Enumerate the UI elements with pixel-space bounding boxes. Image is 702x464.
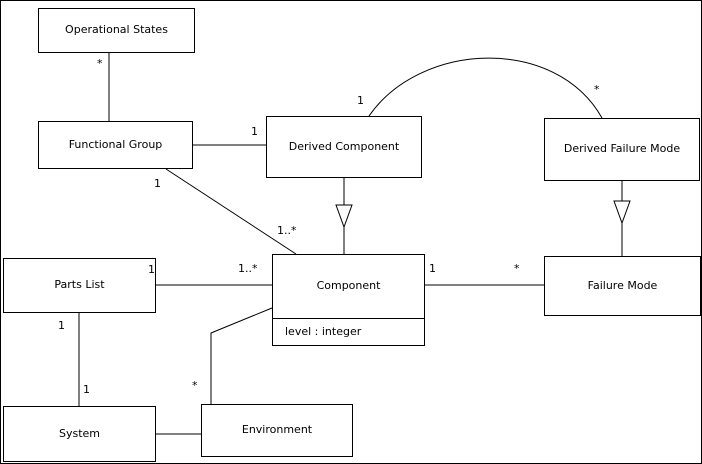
class-name: Component bbox=[316, 279, 381, 293]
multiplicity-label: 1 bbox=[251, 125, 258, 138]
class-box-component[interactable]: Component level : integer bbox=[272, 254, 425, 346]
multiplicity-label: * bbox=[192, 379, 198, 392]
class-box-parts-list[interactable]: Parts List bbox=[3, 258, 156, 313]
multiplicity-label: 1 bbox=[83, 383, 90, 396]
multiplicity-label: 1 bbox=[58, 319, 65, 332]
class-name: Functional Group bbox=[68, 137, 163, 151]
connector-environment-component bbox=[210, 307, 273, 404]
generalization-derived-failure-mode-failure-mode bbox=[613, 181, 631, 256]
class-name: Operational States bbox=[65, 23, 168, 37]
multiplicity-label: * bbox=[514, 262, 520, 275]
class-box-derived-failure-mode[interactable]: Derived Failure Mode bbox=[544, 118, 700, 181]
multiplicity-label: 1 bbox=[357, 94, 364, 107]
class-name: Derived Component bbox=[288, 139, 400, 153]
generalization-derived-component-component bbox=[335, 178, 353, 254]
class-name: Environment bbox=[241, 423, 313, 437]
connector-functional-group-component bbox=[165, 168, 297, 255]
multiplicity-label: 1 bbox=[154, 177, 161, 190]
class-name: System bbox=[58, 426, 101, 440]
class-box-system[interactable]: System bbox=[3, 406, 156, 462]
multiplicity-label: 1 bbox=[429, 262, 436, 275]
multiplicity-label: 1 bbox=[148, 263, 155, 276]
class-box-environment[interactable]: Environment bbox=[201, 404, 353, 457]
multiplicity-label: 1..* bbox=[277, 224, 297, 237]
class-attribute: level : integer bbox=[273, 318, 424, 345]
class-name: Derived Failure Mode bbox=[563, 142, 681, 156]
connector-derived-component-derived-failure-mode bbox=[368, 57, 603, 119]
multiplicity-label: * bbox=[594, 83, 600, 96]
generalization-triangle-icon bbox=[335, 204, 353, 229]
class-name: Parts List bbox=[54, 278, 105, 292]
class-name: Failure Mode bbox=[587, 278, 658, 292]
multiplicity-label: * bbox=[97, 57, 103, 70]
class-box-operational-states[interactable]: Operational States bbox=[38, 8, 195, 53]
class-box-failure-mode[interactable]: Failure Mode bbox=[544, 256, 701, 316]
generalization-triangle-icon bbox=[613, 200, 631, 225]
class-box-derived-component[interactable]: Derived Component bbox=[266, 116, 422, 178]
class-box-functional-group[interactable]: Functional Group bbox=[38, 121, 193, 169]
multiplicity-label: 1..* bbox=[238, 262, 258, 275]
